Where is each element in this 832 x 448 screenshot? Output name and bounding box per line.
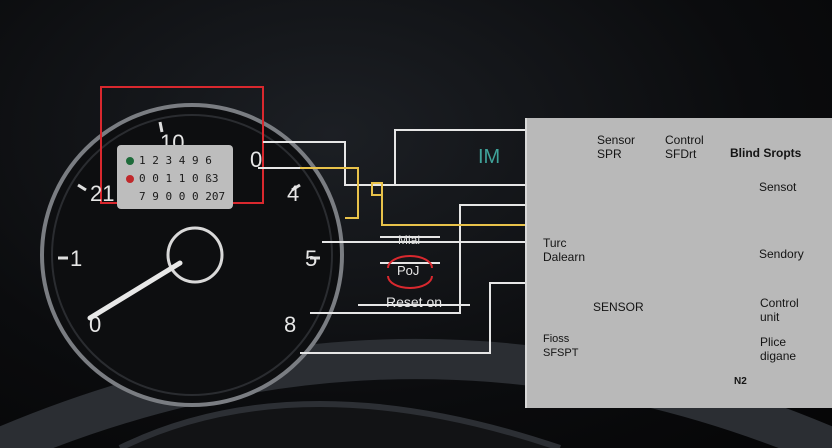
blind-spots-title: Blind Sropts	[730, 146, 802, 160]
gauge-label-left-top: 21	[90, 181, 115, 206]
sendory-label: Sendory	[759, 247, 804, 261]
speedometer-needle	[87, 260, 183, 321]
indicator-icon-text: PoJ	[397, 263, 420, 278]
wiring-white	[258, 129, 525, 354]
indicator-icon-arc	[387, 255, 433, 269]
status-dot-green	[126, 157, 134, 165]
sensor-top-label: Sensor SPR	[597, 133, 636, 161]
gauge-tick	[77, 183, 87, 192]
plice-label: Plice digane	[760, 335, 797, 363]
indicator-icon-arc	[387, 275, 433, 289]
gauge-label-left-mid: 1	[70, 246, 83, 271]
wiring-yellow	[300, 167, 525, 226]
digit-row-1: 1 2 3 4 9 6	[139, 154, 212, 167]
needle-hub	[166, 226, 224, 284]
gauge-label-right-low: 5	[305, 246, 318, 271]
fioss-label: Fioss SFSPT	[543, 333, 579, 359]
reset-label: Reset on	[386, 294, 443, 310]
speedometer-inner-ring	[51, 114, 333, 396]
sensor-mid-label: SENSOR	[593, 300, 644, 314]
control-unit-label: Control unit	[760, 296, 799, 324]
n2-badge: N2	[734, 376, 747, 387]
gauge-tick	[291, 183, 301, 192]
gauge-label-right-mid: 4	[287, 181, 300, 206]
tur-label: Turc Dalearn	[543, 236, 586, 264]
control-top-label: Control SFDrt	[665, 133, 704, 161]
steering-wheel	[118, 401, 561, 448]
gauge-tick	[158, 121, 164, 133]
gauge-label-left-low: 0	[89, 312, 102, 337]
mid-label: Mlal	[398, 233, 421, 247]
gauge-label-right-bottom: 8	[284, 312, 297, 337]
status-dot-red	[126, 175, 134, 183]
im-label: IM	[478, 146, 501, 168]
gauge-label-right-top: 0	[250, 147, 263, 172]
sensor-diagram-panel: Sensor SPR Control SFDrt Blind Sropts Se…	[525, 118, 832, 408]
digit-row-3: 7 9 0 0 0 207	[139, 190, 226, 203]
sensot-label: Sensot	[759, 180, 797, 194]
digit-display: 1 2 3 4 9 6 0 0 1 1 0 ß3 7 9 0 0 0 207	[117, 145, 233, 209]
digit-row-2: 0 0 1 1 0 ß3	[139, 172, 219, 185]
